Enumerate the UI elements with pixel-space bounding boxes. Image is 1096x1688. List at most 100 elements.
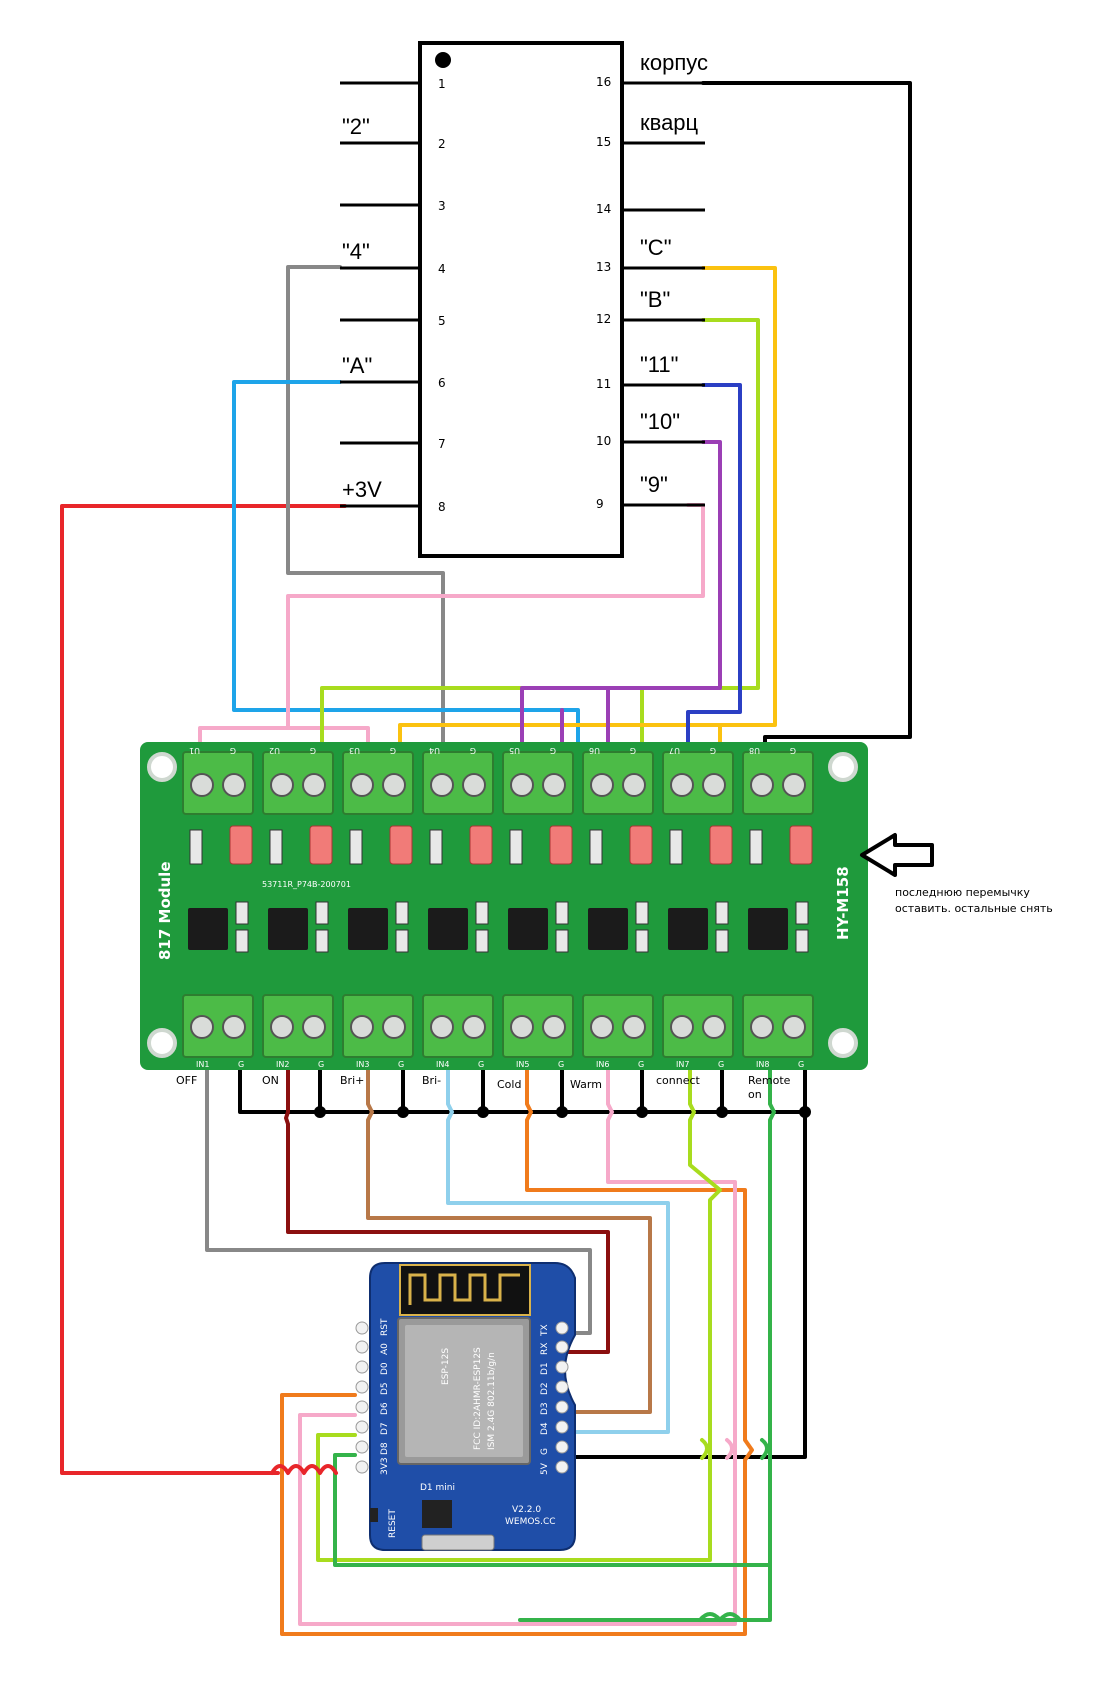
- antenna-trace: [408, 1273, 520, 1305]
- screw-icon: [302, 1015, 326, 1039]
- d1-pin-pad: [555, 1321, 569, 1335]
- terminal-block-bottom: [662, 994, 734, 1058]
- d1-pin-pad: [355, 1400, 369, 1414]
- screw-icon: [542, 1015, 566, 1039]
- terminal-block-top: [342, 751, 414, 815]
- board-bottom-pin-label: G: [238, 1060, 244, 1069]
- d1-pin-label: D0: [380, 1362, 390, 1375]
- screw-icon: [782, 1015, 806, 1039]
- wire-hop: [270, 1464, 338, 1475]
- d1-pin-pad: [355, 1321, 369, 1335]
- board-bottom-pin-label: IN8: [756, 1060, 769, 1069]
- chip-pin-number: 9: [596, 497, 604, 511]
- d1-version: V2.2.0: [512, 1505, 541, 1515]
- note-line2: оставить. остальные снять: [895, 902, 1053, 915]
- screw-icon: [190, 1015, 214, 1039]
- board-top-pin-label: G: [550, 746, 556, 755]
- optocoupler-chip: [508, 908, 548, 950]
- antenna: [399, 1264, 531, 1316]
- chip-pin-number: 7: [438, 437, 446, 451]
- input-label: connect: [656, 1074, 701, 1087]
- smd-resistor: [395, 929, 409, 953]
- mount-hole-bl: [147, 1028, 177, 1058]
- chip-pin-number: 16: [596, 75, 611, 89]
- mount-hole-tr: [828, 752, 858, 782]
- junction-dot: [397, 1106, 409, 1118]
- terminal-block-top: [662, 751, 734, 815]
- d1-pin-label: D6: [380, 1402, 390, 1415]
- chip-pin-label: "B": [640, 287, 670, 312]
- board-bottom-pin-label: G: [478, 1060, 484, 1069]
- smd-resistor: [635, 929, 649, 953]
- usb-port: [421, 1534, 495, 1551]
- screw-icon: [382, 1015, 406, 1039]
- screw-icon: [462, 1015, 486, 1039]
- board-module-name: 817 Module: [156, 862, 174, 961]
- wire-hop: [725, 1438, 734, 1460]
- reset-button[interactable]: [370, 1508, 378, 1522]
- resistor: [669, 829, 683, 865]
- wire-navy-pin11: [686, 383, 742, 744]
- d1-pin-label: D7: [380, 1422, 390, 1435]
- chip-pin-number: 15: [596, 135, 611, 149]
- d1-pin-label: 5V: [540, 1462, 550, 1475]
- terminal-block-bottom: [182, 994, 254, 1058]
- jumper[interactable]: [309, 825, 333, 865]
- screw-icon: [782, 773, 806, 797]
- wire-black-body: [701, 81, 912, 744]
- smd-resistor: [315, 929, 329, 953]
- screw-icon: [590, 773, 614, 797]
- wire-lime-pinB: [320, 318, 760, 744]
- board-bottom-pin-label: G: [558, 1060, 564, 1069]
- junction-dot: [314, 1106, 326, 1118]
- jumper[interactable]: [389, 825, 413, 865]
- screw-icon: [430, 1015, 454, 1039]
- jumper[interactable]: [549, 825, 573, 865]
- screw-icon: [670, 1015, 694, 1039]
- note-line1: последнюю перемычку: [895, 886, 1030, 899]
- terminal-block-bottom: [342, 994, 414, 1058]
- wire-black-ground-bus: [238, 1068, 807, 1114]
- board-top-pin-label: G: [470, 746, 476, 755]
- d1-pin-pad: [555, 1460, 569, 1474]
- jumper[interactable]: [469, 825, 493, 865]
- jumper[interactable]: [229, 825, 253, 865]
- chip-pin-label: "10": [640, 409, 680, 434]
- junction-dot: [477, 1106, 489, 1118]
- optocoupler-chip: [428, 908, 468, 950]
- screw-icon: [542, 773, 566, 797]
- screw-icon: [222, 1015, 246, 1039]
- wires: [60, 81, 912, 1636]
- chip-pin-label: "4": [342, 239, 370, 264]
- jumper[interactable]: [709, 825, 733, 865]
- wire-yellow-pinC: [398, 266, 777, 744]
- board-model: HY-M158: [834, 866, 852, 940]
- wire-black-to-d1-gnd: [556, 1110, 807, 1459]
- jumper[interactable]: [629, 825, 653, 865]
- chip-pin1-dot: [435, 52, 451, 68]
- d1-pin-pad: [555, 1420, 569, 1434]
- screw-icon: [750, 773, 774, 797]
- screw-icon: [190, 773, 214, 797]
- chip-pin-number: 14: [596, 202, 611, 216]
- board-top-pin-label: U3: [349, 746, 360, 755]
- d1-pin-pad: [355, 1380, 369, 1394]
- ch340-chip: [422, 1500, 452, 1528]
- board-top-pin-label: G: [710, 746, 716, 755]
- esp-shield-inner: [405, 1325, 523, 1457]
- screw-icon: [350, 1015, 374, 1039]
- wire-lime-connect: [316, 1068, 722, 1562]
- d1-title: D1 mini: [420, 1483, 455, 1493]
- chip-pin-number: 2: [438, 137, 446, 151]
- board-top-pin-label: U7: [669, 746, 680, 755]
- terminal-block-top: [422, 751, 494, 815]
- screw-icon: [382, 773, 406, 797]
- d1-pin-label: A0: [380, 1343, 390, 1355]
- chip-pin-number: 12: [596, 312, 611, 326]
- jumper[interactable]: [789, 825, 813, 865]
- screw-icon: [222, 773, 246, 797]
- board-bottom-pin-label: IN2: [276, 1060, 289, 1069]
- chip-pin-label: "11": [640, 352, 678, 377]
